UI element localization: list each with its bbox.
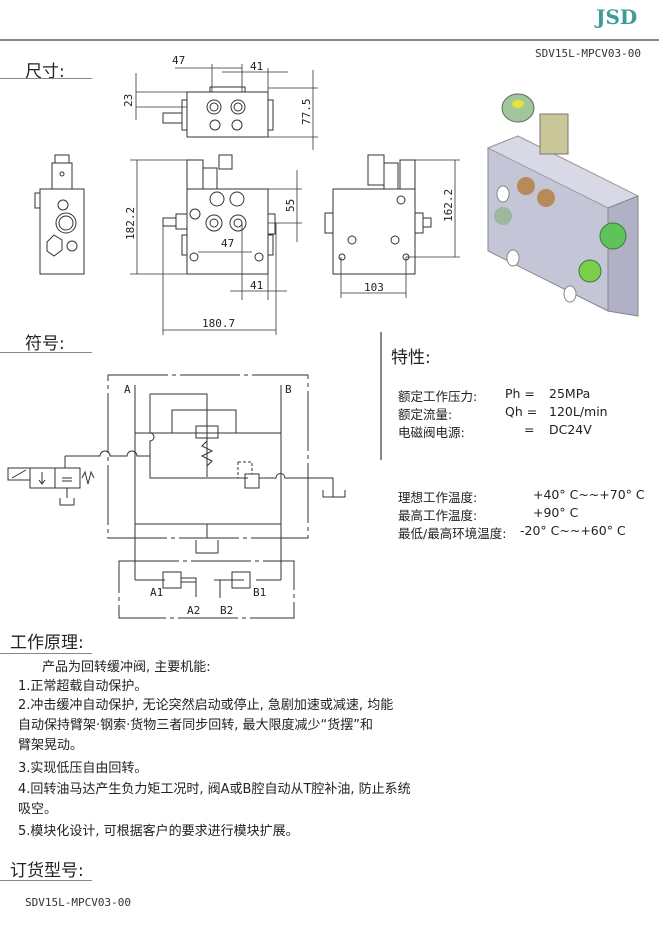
principle-line: 臂架晃动。 [18, 738, 84, 753]
principle-line: 3.实现低压自由回转。 [18, 761, 148, 776]
top-view-body [186, 91, 269, 138]
temp-label: 理想工作温度: [398, 490, 478, 505]
dim-103: 103 [364, 281, 384, 294]
temp-value: -20° C~~+60° C [520, 523, 626, 538]
dimensions-underline [0, 78, 92, 79]
port-a2-label: A2 [187, 604, 200, 617]
port-b2-label: B2 [220, 604, 233, 617]
dimension-drawings: 47 41 23 77.5 182.2 55 47 41 180.7 103 1… [34, 55, 460, 335]
symbol-underline [0, 352, 92, 353]
temp-label: 最低/最高环境温度: [398, 526, 507, 541]
spec-label: 电磁阀电源: [398, 425, 465, 440]
dim-180-7: 180.7 [202, 317, 235, 330]
hydraulic-schematic: A B A1 B1 A2 B2 [7, 374, 346, 619]
valve-3d-render [486, 93, 640, 317]
dimensions-heading: 尺寸: [25, 62, 65, 82]
port-b1-label: B1 [253, 586, 266, 599]
principle-underline [0, 653, 92, 654]
dim-162-2: 162.2 [442, 189, 455, 222]
dim-23: 23 [122, 94, 135, 107]
dim-182-2: 182.2 [124, 207, 137, 240]
characteristics-divider [380, 332, 382, 460]
principle-line: 产品为回转缓冲阀, 主要机能: [42, 660, 211, 675]
rear-view-body [332, 188, 416, 275]
order-model-code: SDV15L-MPCV03-00 [25, 896, 131, 909]
spec-symbol: Ph = [505, 386, 535, 401]
spec-value: 120L/min [549, 404, 608, 419]
dim-bottom-41: 41 [250, 279, 263, 292]
symbol-heading: 符号: [25, 334, 65, 354]
spec-symbol: = [524, 422, 535, 437]
characteristics-heading: 特性: [391, 348, 431, 368]
temp-value: +40° C~~+70° C [533, 487, 645, 502]
front-view-body [186, 188, 269, 275]
port-a-label: A [124, 383, 131, 396]
dim-77-5: 77.5 [300, 99, 313, 126]
temp-value: +90° C [533, 505, 579, 520]
principle-line: 自动保持臂架·钢索·货物三者同步回转, 最大限度减少“货摆”和 [18, 718, 373, 733]
spec-label: 额定工作压力: [398, 389, 478, 404]
port-b-label: B [285, 383, 292, 396]
side-view-body [39, 188, 85, 275]
dim-top-47: 47 [172, 55, 185, 67]
principle-line: 5.模块化设计, 可根据客户的要求进行模块扩展。 [18, 824, 299, 839]
dim-top-41: 41 [250, 60, 263, 73]
spec-symbol: Qh = [505, 404, 538, 419]
principle-line: 1.正常超载自动保护。 [18, 679, 148, 694]
port-a1-label: A1 [150, 586, 163, 599]
dim-55: 55 [284, 199, 297, 212]
temp-label: 最高工作温度: [398, 508, 478, 523]
model-code: SDV15L-MPCV03-00 [535, 47, 641, 60]
order-underline [0, 880, 92, 881]
dim-inner-47: 47 [221, 237, 234, 250]
brand-logo: JSD [596, 5, 638, 29]
principle-heading: 工作原理: [10, 633, 84, 653]
principle-line: 2.冲击缓冲自动保护, 无论突然启动或停止, 急剧加速或减速, 均能 [18, 698, 394, 713]
header-divider [0, 39, 659, 41]
spec-label: 额定流量: [398, 407, 453, 422]
spec-value: DC24V [549, 422, 592, 437]
spec-value: 25MPa [549, 386, 591, 401]
order-model-heading: 订货型号: [10, 861, 84, 881]
principle-line: 吸空。 [18, 802, 58, 817]
principle-line: 4.回转油马达产生负力矩工况时, 阀A或B腔自动从T腔补油, 防止系统 [18, 782, 411, 797]
